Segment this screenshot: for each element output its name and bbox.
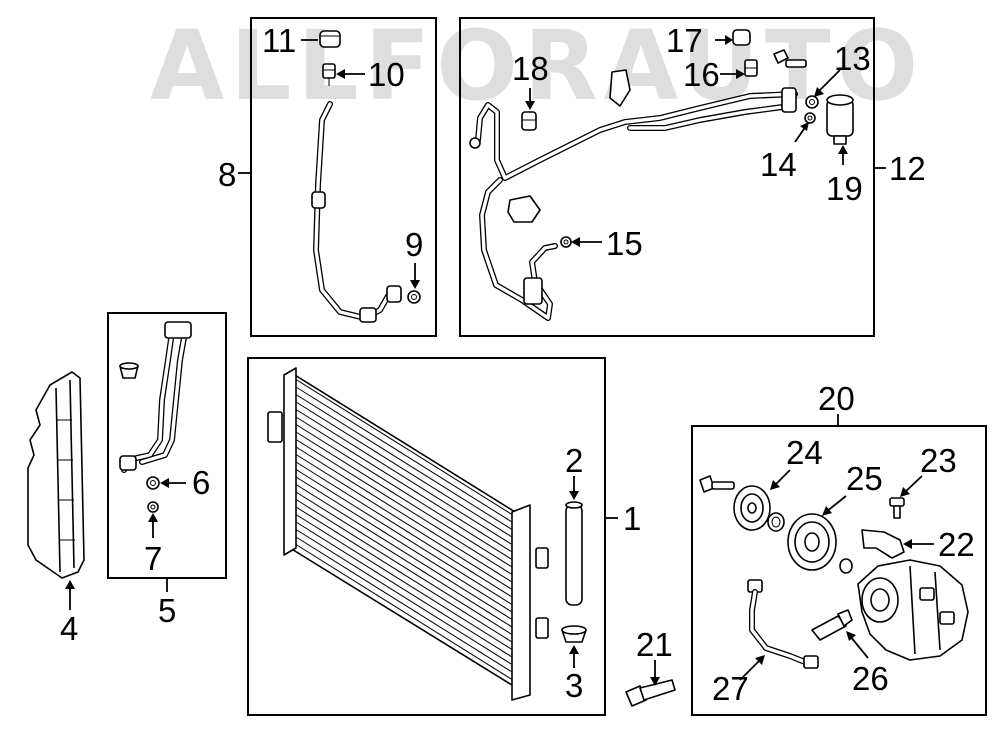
callout-9: 9 [405,226,423,263]
callout-22: 22 [938,526,975,563]
callout-20: 20 [818,380,855,417]
part-2-receiver-drier [565,501,583,606]
part-15-o-ring [560,236,572,248]
callout-3: 3 [565,667,583,704]
part-6-o-ring [146,476,160,490]
callout-19: 19 [826,170,863,207]
callout-1: 1 [623,500,641,537]
part-14-o-ring [804,112,816,124]
part-25-pulley [787,513,837,571]
callout-23: 23 [920,442,957,479]
leader-26 [849,635,869,659]
callout-8: 8 [218,156,236,193]
panel-compressor [691,425,987,716]
part-3-plug [561,625,587,643]
callout-14: 14 [760,146,797,183]
condenser-part [267,367,549,701]
callout-15: 15 [606,225,643,262]
callout-2: 2 [565,442,583,479]
leader-13 [817,69,841,93]
callout-10: 10 [368,56,405,93]
part-21-bolt [625,679,676,707]
discharge-hose-part [311,101,402,323]
part-13-o-ring [805,95,819,109]
part-26-relief-valve [811,609,853,641]
leader-24 [773,469,791,487]
callout-16: 16 [683,56,720,93]
part-27-harness [747,579,819,669]
panel-condenser [247,357,606,716]
callout-17: 17 [666,22,703,59]
callout-21: 21 [636,626,673,663]
part-18-valve [521,111,537,131]
part-22-bracket [861,529,905,559]
liquid-tube-part [119,321,192,473]
part-17-cap [732,29,751,46]
compressor-body [857,559,969,661]
leader-27 [739,659,761,681]
callout-25: 25 [846,460,883,497]
part-16-valve [744,59,758,77]
snap-ring [767,512,785,532]
leader-25 [825,495,847,513]
part-19-sensor [826,94,854,145]
part-9-o-ring [407,290,421,304]
part-24-coil [733,485,771,531]
callout-5: 5 [158,592,176,629]
callout-12: 12 [889,150,926,187]
shim-part [839,558,853,574]
grommet-part [119,362,139,379]
leader-23 [903,475,923,494]
part-10-valve [322,63,336,86]
suction-hose-part [475,69,798,321]
part-23-bolt [889,497,905,519]
compressor-bolt [699,475,735,493]
bolt-part [773,49,807,68]
callout-13: 13 [834,40,871,77]
part-11-cap [319,30,341,48]
callout-27: 27 [712,670,749,707]
callout-6: 6 [192,464,210,501]
callout-18: 18 [512,50,549,87]
callout-24: 24 [786,434,823,471]
panel-suction-hose [459,17,875,337]
part-7-o-ring [147,501,159,513]
callout-7: 7 [144,540,162,577]
callout-11: 11 [262,22,296,59]
panel-discharge-hose [250,17,437,337]
callout-4: 4 [60,610,78,647]
part-4-side-seal [27,371,85,579]
callout-26: 26 [852,660,889,697]
